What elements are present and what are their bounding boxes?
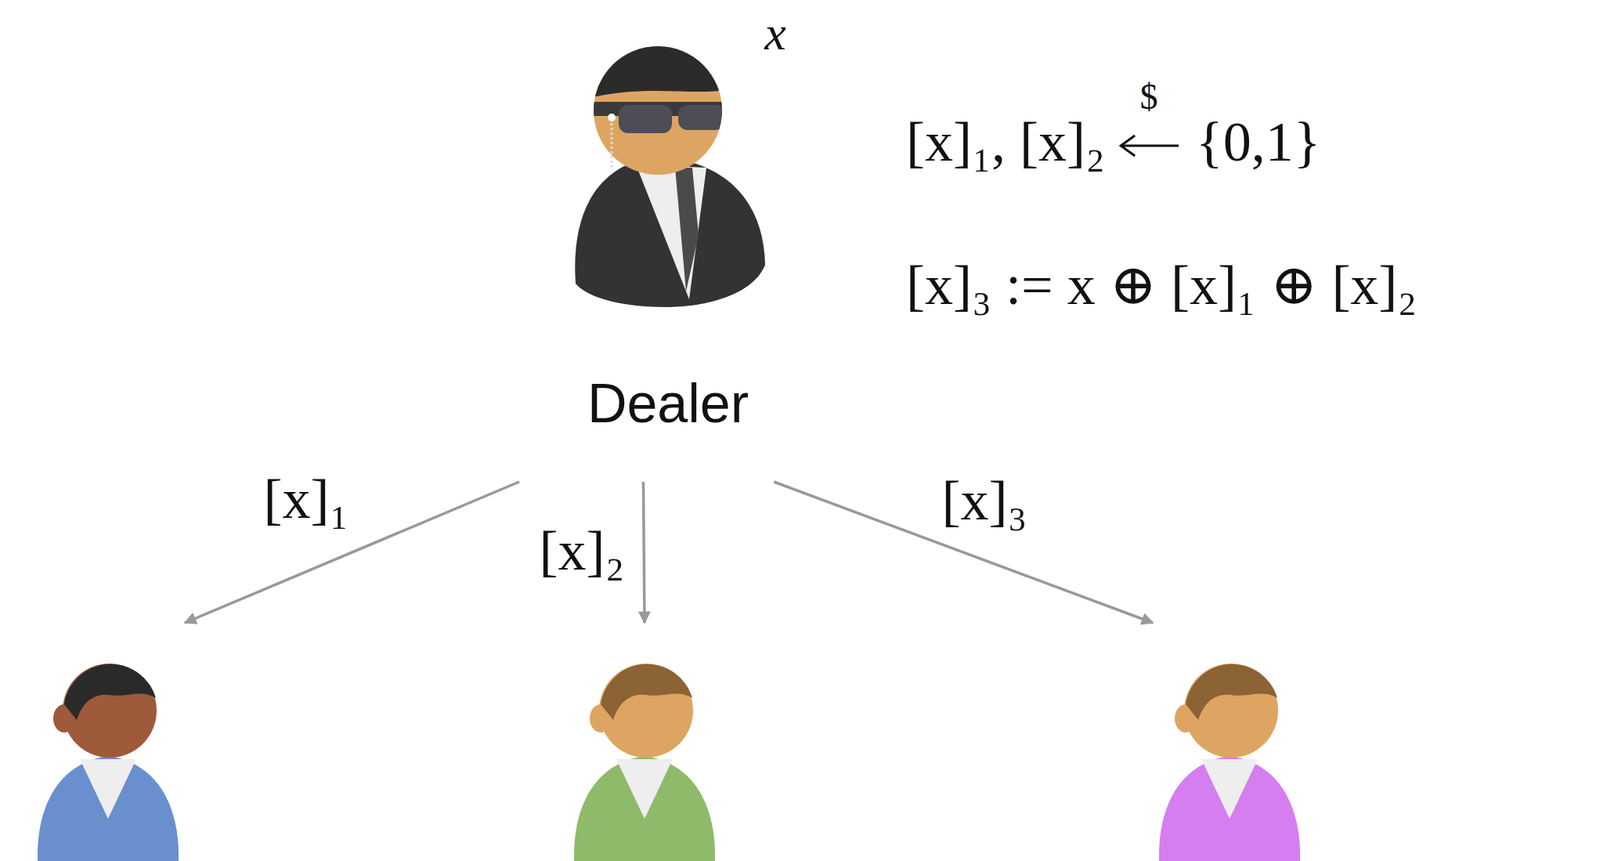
share-label: [x]₁ [260, 468, 352, 531]
secret-label: x [761, 6, 790, 60]
party-figure [31, 622, 185, 861]
hair [64, 664, 156, 720]
head [599, 663, 694, 758]
dealer-figure [574, 31, 766, 307]
sample-arrow [1120, 135, 1179, 156]
share-arrow [642, 481, 645, 623]
head [62, 663, 157, 758]
collar [616, 758, 673, 819]
random-mark: $ [1137, 77, 1162, 118]
party-figure [1152, 622, 1307, 861]
person-icon [567, 622, 722, 861]
hair [600, 664, 693, 720]
person-icon [31, 622, 185, 861]
head [1184, 663, 1279, 758]
person-icon [1152, 622, 1307, 861]
share-label: [x]₃ [938, 469, 1030, 532]
formula-text: [x]₁, [x]₂ [902, 111, 1109, 174]
collar [79, 758, 137, 819]
node-label: Dealer [519, 375, 817, 431]
share-label: [x]₂ [535, 520, 628, 582]
dealer-box: Dealer [519, 31, 817, 482]
formula-text: {0,1} [1192, 111, 1324, 174]
shirt [1159, 755, 1301, 861]
formula-text: [x]₃ := x ⊕ [x]₁ ⊕ [x]₂ [902, 254, 1420, 317]
shirt [37, 755, 179, 861]
collar [1201, 758, 1258, 819]
party-figure [567, 622, 722, 861]
shirt [574, 755, 716, 861]
hair [1185, 664, 1278, 720]
